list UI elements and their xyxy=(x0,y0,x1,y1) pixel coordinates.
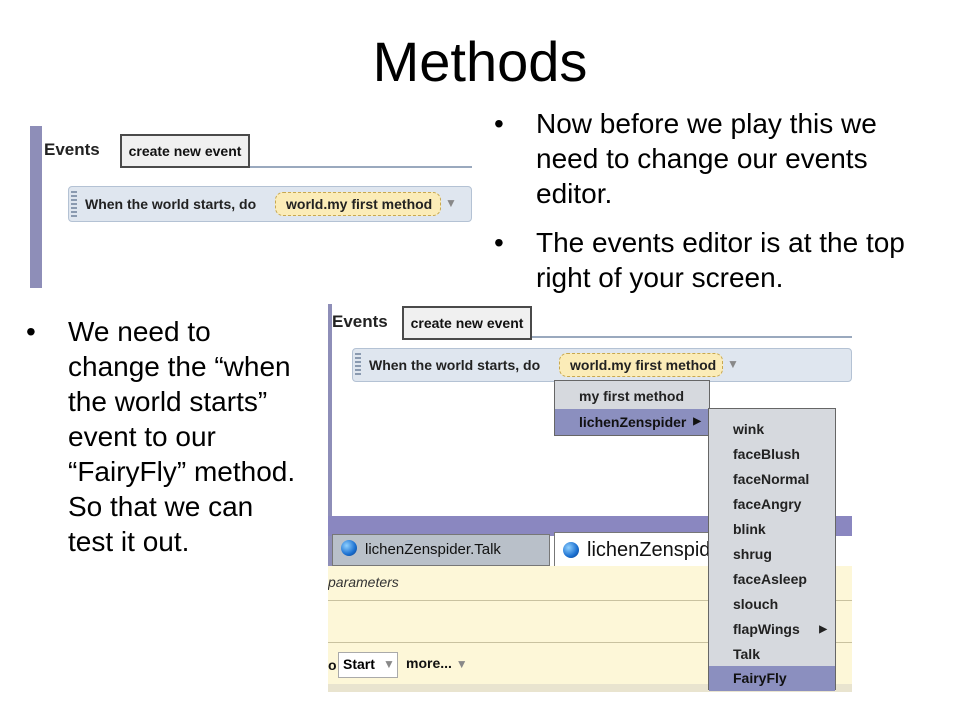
divider xyxy=(250,166,472,168)
create-new-event-button[interactable]: create new event xyxy=(120,134,250,168)
chevron-down-icon[interactable]: ▼ xyxy=(727,357,739,371)
menu-item-faceasleep[interactable]: faceAsleep xyxy=(733,571,807,587)
menu-item-blink[interactable]: blink xyxy=(733,521,766,537)
divider xyxy=(328,642,852,643)
menu-item-flapwings[interactable]: flapWings ▶ xyxy=(709,617,835,642)
menu-item-my-first-method[interactable]: my first method xyxy=(579,388,685,404)
sidebar-edge xyxy=(30,126,42,288)
menu-item-talk[interactable]: Talk xyxy=(733,646,760,662)
menu-item-label: lichenZenspider xyxy=(579,414,687,430)
object-ball-icon xyxy=(341,540,357,556)
bullet-item: Now before we play this we need to chang… xyxy=(494,106,914,211)
chevron-down-icon: ▼ xyxy=(383,657,395,671)
menu-item-slouch[interactable]: slouch xyxy=(733,596,779,612)
create-new-event-button[interactable]: create new event xyxy=(402,306,532,340)
more-dropdown[interactable]: more... ▼ xyxy=(406,655,468,671)
top-bullet-list: Now before we play this we need to chang… xyxy=(494,106,914,309)
events-label: Events xyxy=(44,140,100,159)
bottom-prefix: o xyxy=(328,657,337,673)
event-text: When the world starts, do xyxy=(369,357,541,373)
arrow-right-icon: ▶ xyxy=(693,416,701,427)
tab-lichenzenspider-talk[interactable]: lichenZenspider.Talk xyxy=(332,534,550,566)
menu-item-wink[interactable]: wink xyxy=(733,421,765,437)
tab-label: lichenZenspider.Talk xyxy=(365,541,501,558)
bullet-item: The events editor is at the top right of… xyxy=(494,225,914,295)
menu-item-facenormal[interactable]: faceNormal xyxy=(733,471,810,487)
submenu-lichenzenspider: wink faceBlush faceNormal faceAngry blin… xyxy=(708,408,836,691)
divider xyxy=(328,600,852,601)
menu-item-faceblush[interactable]: faceBlush xyxy=(733,446,800,462)
more-label: more... xyxy=(406,655,452,671)
bullet-item: We need to change the “when the world st… xyxy=(26,314,306,559)
event-text: When the world starts, do xyxy=(85,196,257,212)
event-row[interactable]: When the world starts, do world.my first… xyxy=(68,186,472,222)
editor-row xyxy=(328,684,852,692)
chevron-down-icon: ▼ xyxy=(455,657,468,671)
chevron-down-icon[interactable]: ▼ xyxy=(445,196,457,210)
slide-title: Methods xyxy=(372,30,588,93)
divider xyxy=(532,336,852,338)
left-bullet-list: We need to change the “when the world st… xyxy=(26,314,306,559)
tab-label: lichenZenspid xyxy=(587,539,711,561)
menu-item-label: flapWings xyxy=(733,621,800,637)
method-dropdown[interactable]: world.my first method xyxy=(559,353,723,377)
tab-lichenzenspider-active[interactable]: lichenZenspid xyxy=(554,532,714,568)
events-editor-screenshot: Events create new event When the world s… xyxy=(30,126,472,288)
drag-handle[interactable] xyxy=(71,191,77,217)
method-dropdown[interactable]: world.my first method xyxy=(275,192,441,216)
parameters-label: parameters xyxy=(328,574,399,590)
menu-item-faceangry[interactable]: faceAngry xyxy=(733,496,802,512)
method-menu: my first method lichenZenspider ▶ xyxy=(554,380,710,436)
arrow-right-icon: ▶ xyxy=(819,624,827,635)
events-menu-screenshot: Events create new event When the world s… xyxy=(328,304,852,692)
event-row[interactable]: When the world starts, do world.my first… xyxy=(352,348,852,382)
start-dropdown[interactable]: Start ▼ xyxy=(338,652,398,678)
drag-handle[interactable] xyxy=(355,353,361,377)
object-ball-icon xyxy=(563,542,579,558)
start-value: Start xyxy=(343,656,375,672)
menu-item-lichenzenspider[interactable]: lichenZenspider ▶ xyxy=(555,409,709,435)
sidebar-edge xyxy=(328,304,332,692)
events-label: Events xyxy=(332,312,388,331)
menu-item-shrug[interactable]: shrug xyxy=(733,546,772,562)
menu-item-fairyfly[interactable]: FairyFly xyxy=(709,666,835,691)
